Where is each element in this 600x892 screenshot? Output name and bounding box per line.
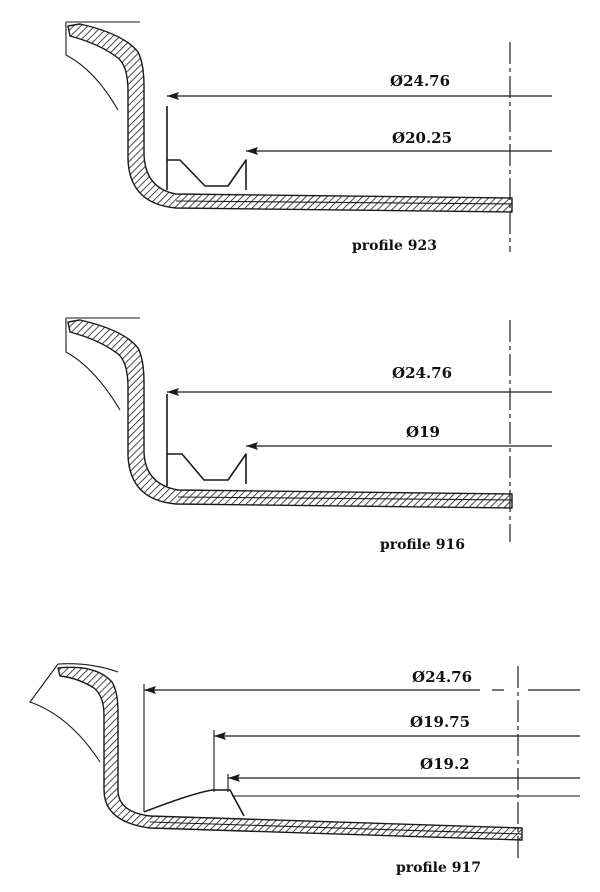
- profile-label: profile 917: [396, 860, 481, 876]
- flange-outer-face: [65, 22, 119, 111]
- profile-923-drawing: Ø24.76 Ø20.25 profile 923: [65, 21, 552, 254]
- seat-line: [177, 496, 513, 501]
- profile-label: profile 923: [352, 238, 437, 254]
- dimension-label: Ø19: [406, 423, 440, 441]
- profile-917-drawing: Ø24.76 Ø19.75 Ø19.2 profile 917: [29, 663, 580, 876]
- seat-line: [149, 821, 523, 835]
- profile-label: profile 916: [380, 537, 465, 553]
- dimension-label: Ø24.76: [392, 364, 452, 382]
- dimension-label: Ø20.25: [392, 129, 452, 147]
- dimension-label: Ø24.76: [390, 72, 450, 90]
- dimension-label: Ø24.76: [412, 668, 472, 686]
- rim-section-hatch: [67, 23, 513, 213]
- hump-outline: [143, 789, 245, 817]
- flange-top-edge: [57, 663, 119, 673]
- dimension-label: Ø19.75: [410, 713, 470, 731]
- profile-916-drawing: Ø24.76 Ø19 profile 916: [65, 317, 552, 553]
- rim-section-hatch: [57, 666, 523, 841]
- rim-section-hatch: [67, 319, 513, 509]
- seat-line: [175, 200, 513, 205]
- flange-outer-face: [29, 663, 101, 763]
- dimension-label: Ø19.2: [420, 755, 470, 773]
- groove-outline: [166, 394, 247, 486]
- flange-outer-face: [65, 318, 121, 411]
- groove-outline: [166, 106, 247, 190]
